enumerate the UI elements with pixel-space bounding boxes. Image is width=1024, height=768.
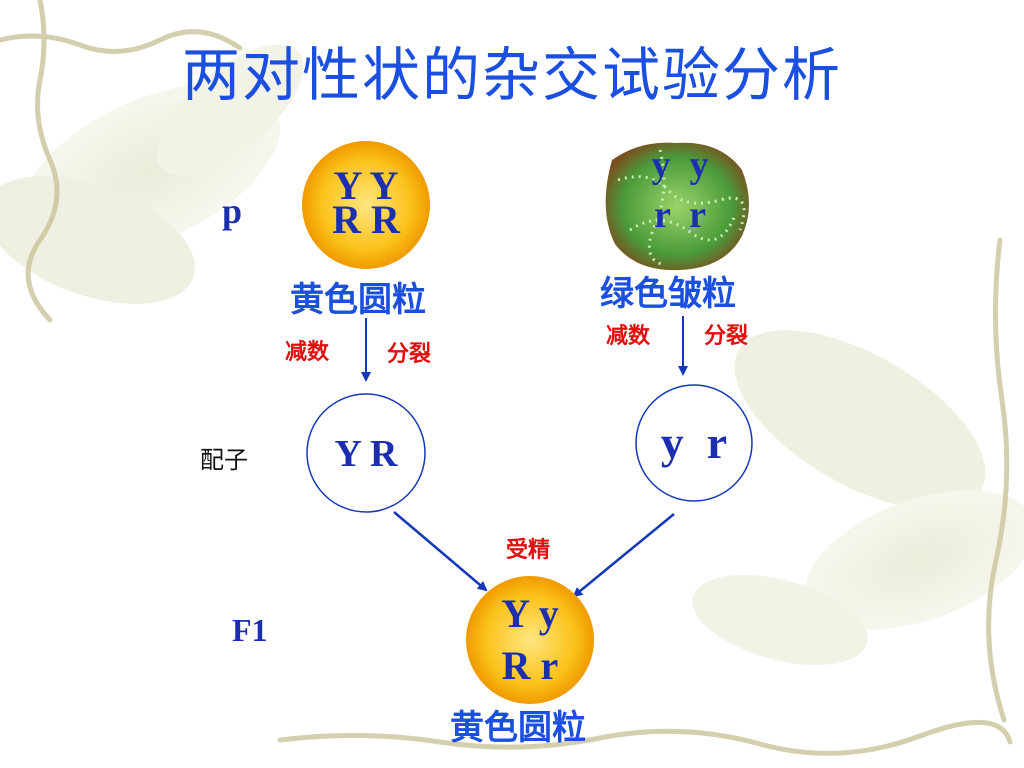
parent-green-phenotype: 绿色皱粒 [600, 274, 736, 314]
gamete-circle-left [306, 393, 426, 513]
offspring-genotype-line2: R r [501, 643, 559, 688]
offspring-yellow-pea-icon [466, 576, 594, 704]
gamete-right-genotype: y r [660, 417, 728, 468]
gamete-circle-right [635, 384, 753, 502]
arrow-fertilization-left [393, 511, 488, 592]
slide-title: 两对性状的杂交试验分析 [181, 41, 842, 109]
vine-border [0, 0, 1013, 756]
gamete-left-genotype: Y R [334, 433, 398, 475]
generation-label-f1: F1 [232, 612, 268, 648]
parent-yellow-meiosis-right: 分裂 [387, 342, 432, 367]
parent-yellow-genotype-line2: R R [332, 197, 400, 242]
arrow-fertilization-right [572, 513, 675, 598]
offspring-phenotype: 黄色圆粒 [450, 708, 586, 748]
parent-green-meiosis-right: 分裂 [704, 324, 749, 349]
parent-green-genotype-line2: r r [653, 194, 707, 236]
green-wrinkled-pea-icon [605, 142, 749, 271]
leaf-decoration-top-left [0, 44, 304, 304]
fertilization-label: 受精 [506, 538, 551, 563]
leaf-decoration-right [692, 330, 1024, 666]
generation-label-p: p [222, 191, 243, 231]
parent-green-meiosis-left: 减数 [606, 324, 651, 349]
parent-green-genotype-line1: y y [651, 144, 709, 186]
parent-yellow-phenotype: 黄色圆粒 [290, 280, 426, 320]
parent-yellow-meiosis-left: 减数 [285, 340, 330, 365]
yellow-round-pea-icon [302, 141, 430, 269]
generation-label-gamete: 配子 [200, 446, 248, 474]
offspring-genotype-line1: Y y [501, 591, 559, 636]
parent-yellow-genotype-line1: Y Y [333, 163, 399, 208]
